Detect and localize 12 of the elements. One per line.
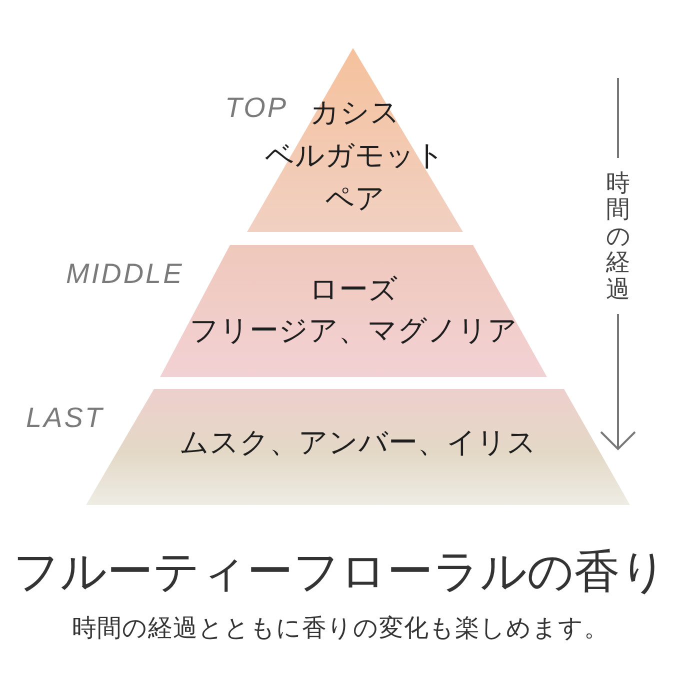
vertical-label: 時間の経過: [606, 170, 630, 302]
scent-note: ムスク、アンバー、イリス: [180, 424, 536, 461]
caption: 時間の経過とともに香りの変化も楽しめます。: [72, 613, 609, 643]
title: フルーティーフローラルの香り: [13, 543, 667, 599]
scent-note: ローズ: [309, 271, 398, 308]
tier-heading: MIDDLE: [66, 259, 184, 289]
scent-note: フリージア、マグノリア: [190, 312, 518, 349]
scent-note: ベルガモット: [265, 137, 445, 174]
tier-heading: TOP: [225, 93, 288, 123]
tier-heading: LAST: [26, 403, 104, 433]
scent-note: カシス: [310, 94, 400, 131]
scent-note: ペア: [325, 180, 385, 217]
